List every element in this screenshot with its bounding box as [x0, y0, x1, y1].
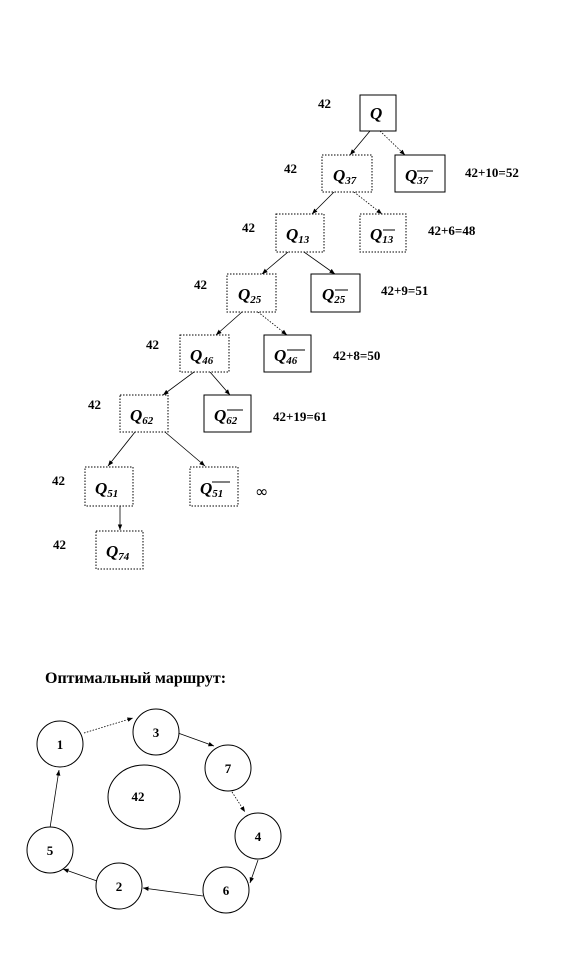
route-node-4-label: 4 [255, 829, 262, 844]
route-node-7-label: 7 [225, 761, 232, 776]
edge-root-right [379, 130, 406, 156]
l2-left-label: Q13 [286, 225, 310, 246]
l4-right-value: 42+8=50 [333, 348, 380, 363]
l4-left-label: Q46 [190, 346, 214, 367]
l6-bound: 42 [52, 473, 65, 488]
l1-left-label: Q37 [333, 166, 357, 187]
l5-right-value: 42+19=61 [273, 409, 327, 424]
leaf-label: Q74 [106, 542, 130, 563]
route-edge-7-4 [231, 791, 246, 813]
l3-right-node [310, 273, 361, 313]
edge-l1-left [311, 191, 335, 215]
route-node-1-label: 1 [57, 737, 64, 752]
route-node-2 [95, 862, 143, 910]
edge-l3-right [257, 311, 288, 336]
l1-right-value: 42+10=52 [465, 165, 519, 180]
l6-right-label: Q51 [200, 479, 223, 500]
route-node-2-label: 2 [116, 879, 123, 894]
route-edge-1-3 [83, 717, 134, 734]
route-center-value: 42 [132, 789, 145, 804]
route-node-3 [132, 708, 180, 756]
l5-left-label: Q62 [130, 406, 154, 427]
route-node-5-label: 5 [47, 843, 54, 858]
route-edges [49, 717, 259, 897]
edge-l2-left [261, 251, 289, 275]
root-node [359, 94, 397, 132]
route-edge-3-7 [177, 732, 215, 747]
l3-right-value: 42+9=51 [381, 283, 428, 298]
l4-right-label: Q46 [274, 346, 298, 367]
route-heading: Оптимальный маршрут: [45, 670, 226, 687]
route-edge-4-6 [249, 859, 259, 884]
root-label: Q [370, 104, 382, 123]
l2-bound: 42 [242, 220, 255, 235]
route-node-4 [234, 812, 282, 860]
route-center-oval [107, 764, 181, 830]
l2-right-value: 42+6=48 [428, 223, 476, 238]
edge-l2-right [303, 251, 336, 275]
l5-right-label: Q62 [214, 406, 238, 427]
l3-left-label: Q25 [238, 285, 262, 306]
edge-l1-right [353, 191, 383, 215]
l4-bound: 42 [146, 337, 159, 352]
l1-bound: 42 [284, 161, 297, 176]
l2-left-node [275, 213, 325, 253]
root-bound: 42 [318, 96, 331, 111]
l4-left-node [179, 334, 230, 373]
route-node-6-label: 6 [223, 883, 230, 898]
l4-right-node [263, 334, 312, 373]
leaf-node [95, 530, 144, 570]
l5-bound: 42 [88, 397, 101, 412]
route-node-7 [204, 744, 252, 792]
l3-right-label: Q25 [322, 285, 346, 306]
l6-right-node [189, 466, 239, 507]
route-node-1 [36, 720, 84, 768]
tree-edges [107, 130, 406, 530]
route-node-6 [202, 866, 250, 914]
route-node-5 [26, 826, 74, 874]
leaf-bound: 42 [53, 537, 66, 552]
l6-right-value: ∞ [255, 482, 268, 501]
l1-right-label: Q37 [405, 166, 429, 187]
edge-l5-right [164, 431, 206, 467]
l1-left-node [321, 154, 373, 193]
l5-left-node [119, 394, 169, 433]
l6-left-label: Q51 [95, 479, 118, 500]
l5-right-node [203, 394, 252, 433]
edge-root-left [349, 130, 371, 156]
route-node-3-label: 3 [153, 725, 160, 740]
edge-l4-right [209, 371, 231, 396]
l1-right-node [394, 154, 446, 193]
route-edge-5-1 [49, 769, 61, 829]
l2-right-node [359, 213, 407, 253]
route-edge-6-2 [142, 886, 204, 897]
edge-l3-left [215, 311, 243, 336]
l6-left-node [84, 466, 134, 507]
edge-l4-left [162, 371, 195, 396]
l3-bound: 42 [194, 277, 207, 292]
route-edge-2-5 [62, 868, 98, 882]
edge-l5-left [107, 431, 136, 467]
l3-left-node [226, 273, 277, 313]
l2-right-label: Q13 [370, 225, 394, 246]
